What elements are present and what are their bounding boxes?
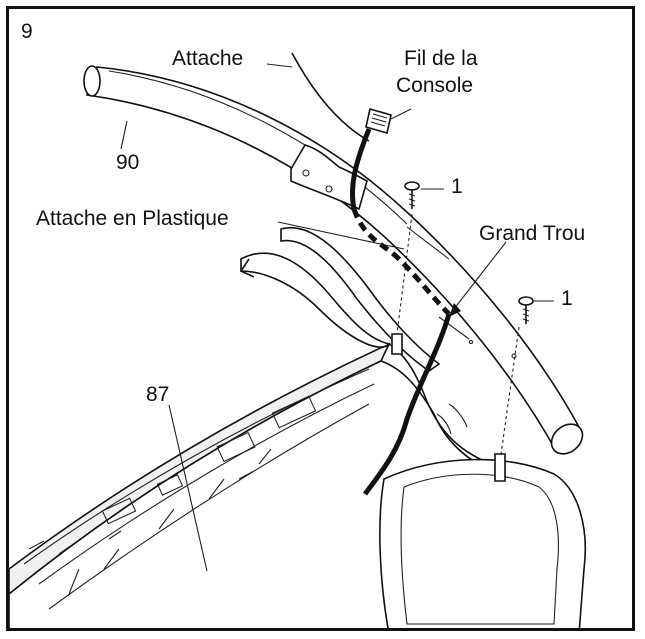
label-screw-1b: 1 <box>561 287 573 310</box>
leader-lines <box>120 63 554 572</box>
label-fil-line2: Console <box>396 74 474 97</box>
label-fil-line1: Fil de la <box>404 47 478 70</box>
step-number: 9 <box>21 20 33 43</box>
assembly-illustration <box>9 52 587 628</box>
base-frame-87 <box>9 342 587 628</box>
label-part-87: 87 <box>146 383 170 406</box>
screw-lower <box>494 296 534 482</box>
label-attache: Attache <box>172 47 244 70</box>
console-wire <box>349 107 452 496</box>
upright-tube-90 <box>83 65 584 455</box>
label-screw-1a: 1 <box>451 175 463 198</box>
label-attache-plastique: Attache en Plastique <box>36 207 229 230</box>
label-part-90: 90 <box>116 151 140 174</box>
screw-upper <box>391 181 420 355</box>
label-grand-trou: Grand Trou <box>479 222 586 245</box>
instruction-frame: 9 Attache Fil de la Console 90 1 Attache… <box>6 6 635 631</box>
tie-wire <box>291 52 370 142</box>
